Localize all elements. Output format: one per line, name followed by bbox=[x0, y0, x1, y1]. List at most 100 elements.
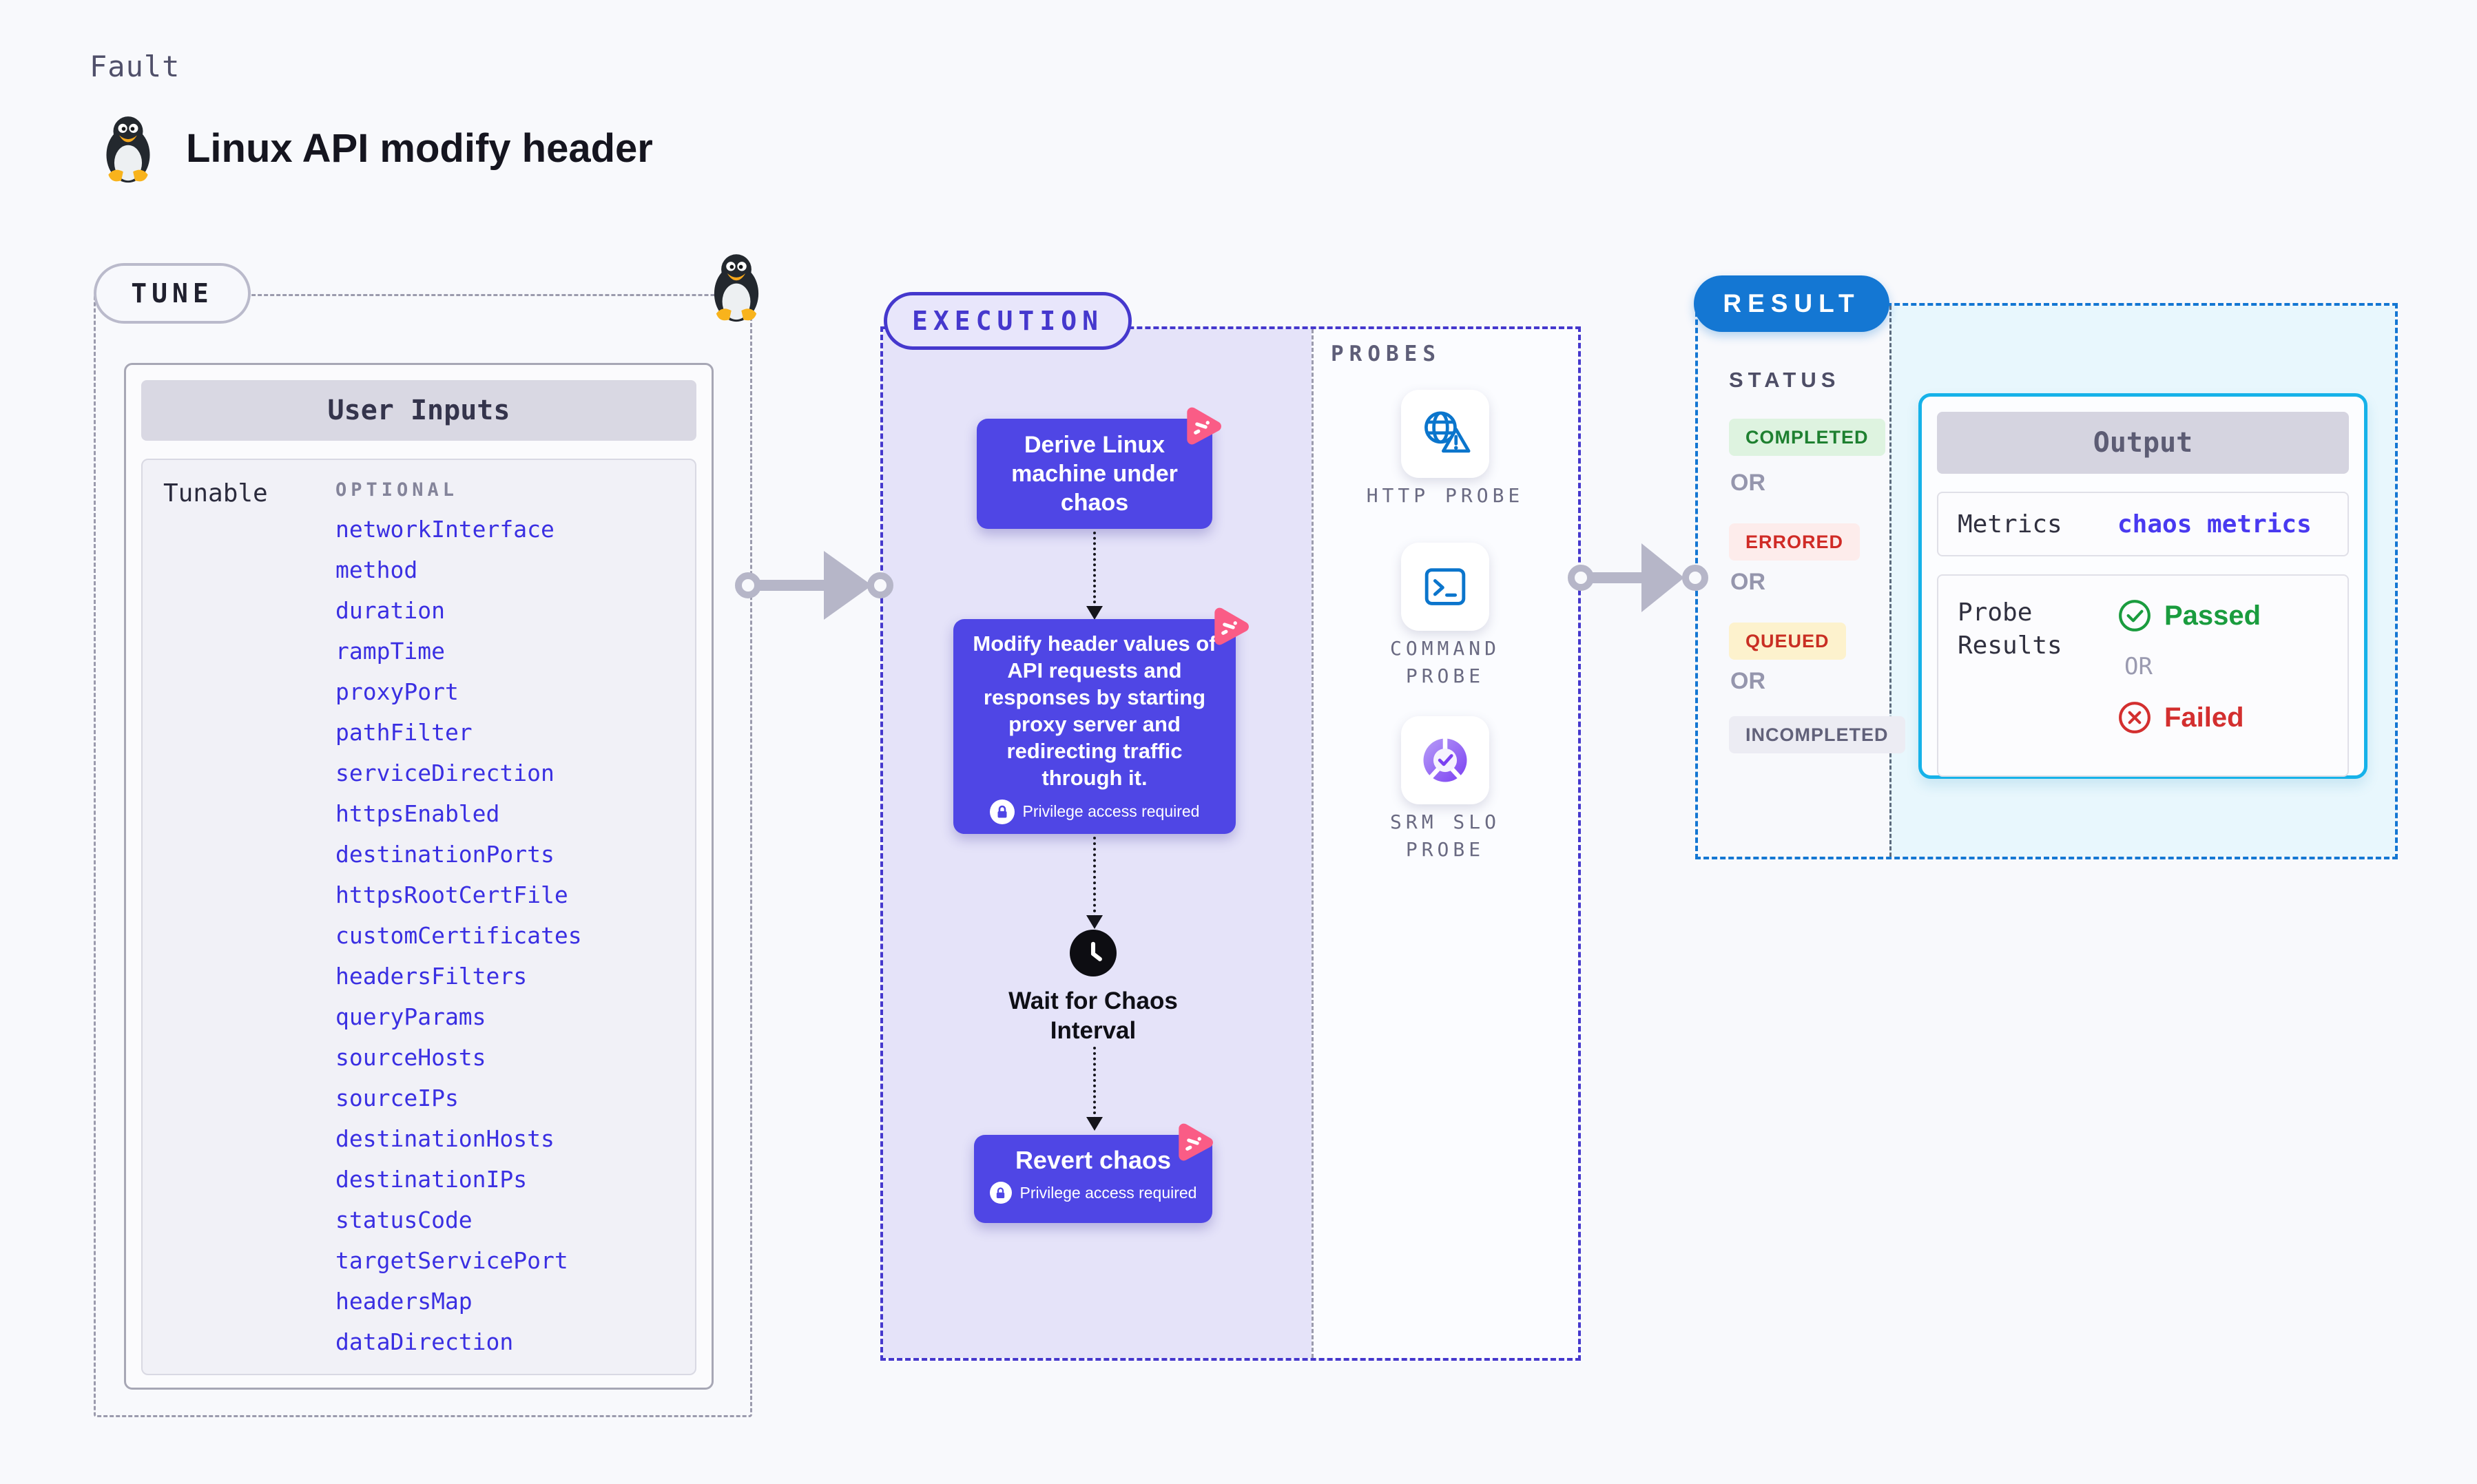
step-modify-text: Modify header values of API requests and… bbox=[973, 631, 1216, 790]
command-probe-label: COMMAND PROBE bbox=[1389, 637, 1500, 687]
or-label: OR bbox=[1730, 470, 1765, 496]
privilege-note-row: Privilege access required bbox=[964, 798, 1225, 825]
tunable-param-link[interactable]: method bbox=[335, 556, 418, 583]
user-inputs-card: User Inputs Tunable OPTIONAL networkInte… bbox=[124, 363, 714, 1390]
or-label: OR bbox=[2124, 653, 2153, 680]
tunable-params: networkInterface method duration rampTime pr… bbox=[335, 509, 582, 1362]
tunable-param-link[interactable]: httpsRootCertFile bbox=[335, 881, 568, 908]
slo-gauge-icon bbox=[1423, 738, 1467, 782]
or-label: OR bbox=[1730, 569, 1765, 595]
tunable-param-link[interactable]: headersMap bbox=[335, 1288, 473, 1315]
probe-results-label: Probe Results bbox=[1958, 598, 2062, 660]
step-revert-chaos: Revert chaos Privilege access required bbox=[974, 1135, 1212, 1223]
tunable-param-link[interactable]: destinationIPs bbox=[335, 1166, 528, 1193]
failed-row: Failed bbox=[2117, 698, 2261, 737]
tunable-param-link[interactable]: statusCode bbox=[335, 1206, 473, 1233]
flow-connector bbox=[1093, 837, 1096, 918]
terminal-icon bbox=[1424, 568, 1466, 605]
metrics-label: Metrics bbox=[1958, 510, 2062, 539]
privilege-note-row: Privilege access required bbox=[974, 1182, 1212, 1204]
metrics-row: Metrics chaos metrics bbox=[1937, 492, 2349, 556]
result-stage-badge: RESULT bbox=[1694, 275, 1889, 332]
fault-kicker: Fault bbox=[90, 50, 180, 83]
passed-label: Passed bbox=[2164, 600, 2261, 631]
tunable-param-link[interactable]: proxyPort bbox=[335, 678, 459, 705]
tunable-param-link[interactable]: customCertificates bbox=[335, 922, 582, 949]
chaos-pin-icon bbox=[1179, 404, 1225, 449]
tunable-param-link[interactable]: destinationPorts bbox=[335, 841, 555, 868]
clock-icon bbox=[1070, 930, 1117, 976]
lock-icon bbox=[989, 799, 1015, 824]
tunables-list: OPTIONAL networkInterface method duration r… bbox=[335, 479, 582, 1374]
tune-section-container bbox=[94, 294, 752, 1417]
status-badge-completed: COMPLETED bbox=[1729, 419, 1885, 456]
tunable-param-link[interactable]: destinationHosts bbox=[335, 1125, 555, 1152]
metrics-value-link[interactable]: chaos metrics bbox=[2117, 510, 2312, 539]
step-revert-text: Revert chaos bbox=[1015, 1146, 1172, 1174]
tunable-param-link[interactable]: duration bbox=[335, 597, 445, 624]
execution-stage-badge: EXECUTION bbox=[884, 292, 1132, 350]
arrow-tune-to-execution bbox=[751, 580, 831, 591]
tunable-param-link[interactable]: dataDirection bbox=[335, 1328, 514, 1355]
arrow-head-icon bbox=[1086, 915, 1103, 929]
status-badge-errored: ERRORED bbox=[1729, 523, 1861, 561]
failed-label: Failed bbox=[2164, 702, 2244, 733]
probes-label: PROBES bbox=[1331, 342, 1441, 366]
http-probe-card bbox=[1401, 390, 1489, 478]
page-title: Linux API modify header bbox=[186, 125, 653, 171]
command-probe-card bbox=[1401, 543, 1489, 631]
x-circle-icon bbox=[2119, 702, 2150, 733]
check-circle-icon bbox=[2119, 600, 2150, 631]
tunable-param-link[interactable]: rampTime bbox=[335, 638, 445, 665]
lock-icon bbox=[989, 1182, 1012, 1204]
chaos-pin-icon bbox=[1171, 1120, 1216, 1165]
tunable-param-link[interactable]: queryParams bbox=[335, 1003, 486, 1030]
step-modify-header: Modify header values of API requests and… bbox=[953, 619, 1236, 834]
arrow-head-icon bbox=[1641, 543, 1684, 612]
privilege-note: Privilege access required bbox=[1019, 1183, 1197, 1202]
tunable-param-link[interactable]: sourceIPs bbox=[335, 1085, 459, 1111]
privilege-note: Privilege access required bbox=[1022, 802, 1200, 820]
connector-port-icon bbox=[735, 572, 761, 598]
tunable-param-link[interactable]: httpsEnabled bbox=[335, 800, 500, 827]
tunable-param-link[interactable]: headersFilters bbox=[335, 963, 528, 990]
arrow-head-icon bbox=[824, 551, 872, 620]
optional-label: OPTIONAL bbox=[335, 479, 459, 501]
globe-warning-icon bbox=[1424, 411, 1471, 453]
http-probe-label: HTTP PROBE bbox=[1366, 484, 1524, 507]
flow-connector bbox=[1093, 532, 1096, 609]
or-label: OR bbox=[1730, 668, 1765, 694]
output-card: Output Metrics chaos metrics Probe Resul… bbox=[1918, 393, 2367, 779]
flow-connector bbox=[1093, 1047, 1096, 1120]
wait-interval-label: Wait for Chaos Interval bbox=[1008, 987, 1178, 1044]
tune-stage-badge: TUNE bbox=[94, 263, 251, 324]
connector-port-icon bbox=[1568, 565, 1594, 591]
srm-slo-probe-card bbox=[1401, 716, 1489, 804]
srm-slo-probe-label: SRM SLO PROBE bbox=[1389, 811, 1500, 861]
tunable-param-link[interactable]: pathFilter bbox=[335, 719, 473, 746]
arrow-head-icon bbox=[1086, 606, 1103, 620]
probes-panel-background bbox=[1312, 329, 1578, 1358]
chaos-pin-icon bbox=[1207, 604, 1252, 649]
linux-tux-icon bbox=[106, 116, 150, 183]
tunables-panel: Tunable OPTIONAL networkInterface method d… bbox=[141, 459, 696, 1375]
step-derive-machine: Derive Linux machine under chaos bbox=[977, 419, 1212, 529]
output-title: Output bbox=[1937, 412, 2349, 474]
passed-row: Passed bbox=[2117, 596, 2261, 635]
tunable-param-link[interactable]: networkInterface bbox=[335, 516, 555, 543]
status-badge-incompleted: INCOMPLETED bbox=[1729, 716, 1905, 753]
probe-results-values: Passed OR Failed bbox=[2117, 596, 2261, 775]
user-inputs-title: User Inputs bbox=[141, 380, 696, 441]
tunable-row-label: Tunable bbox=[163, 479, 268, 508]
tunable-param-link[interactable]: sourceHosts bbox=[335, 1044, 486, 1071]
connector-port-icon bbox=[867, 572, 893, 598]
probe-results-row: Probe Results Passed OR Failed bbox=[1937, 574, 2349, 777]
linux-tux-icon-small bbox=[714, 254, 759, 322]
status-badge-queued: QUEUED bbox=[1729, 623, 1846, 660]
arrow-execution-to-result bbox=[1584, 572, 1648, 583]
tunable-param-link[interactable]: serviceDirection bbox=[335, 760, 555, 786]
title-row: Linux API modify header bbox=[96, 112, 653, 185]
status-label: STATUS bbox=[1729, 368, 1841, 392]
tunable-param-link[interactable]: targetServicePort bbox=[335, 1247, 568, 1274]
